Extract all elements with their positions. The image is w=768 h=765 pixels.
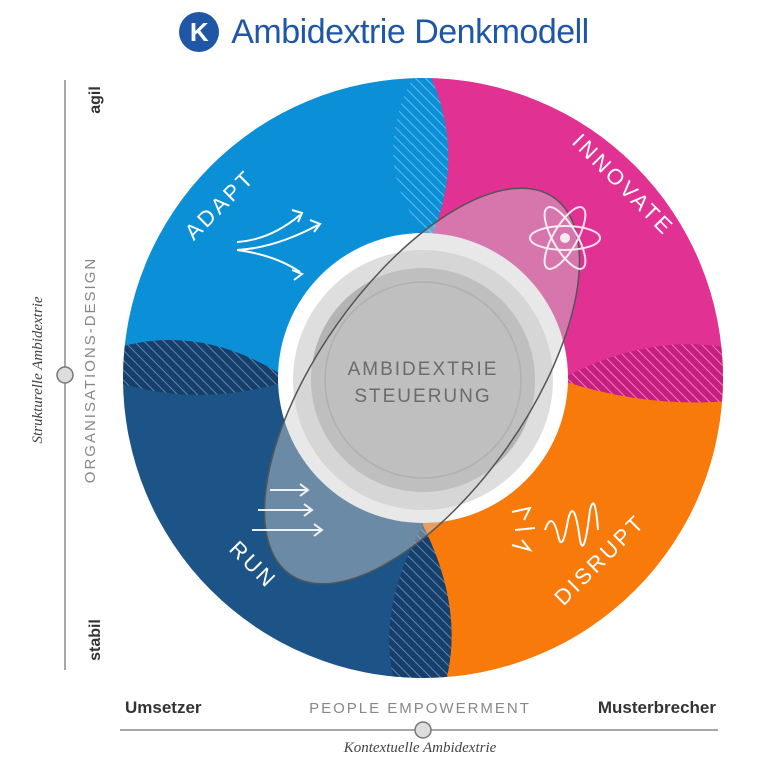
header: K Ambidextrie Denkmodell bbox=[0, 8, 768, 56]
page-title: Ambidextrie Denkmodell bbox=[231, 12, 589, 51]
core-circle bbox=[311, 268, 535, 492]
vertical-axis-caption: Strukturelle Ambidextrie bbox=[30, 296, 46, 443]
horizontal-axis-left: Umsetzer bbox=[125, 698, 202, 717]
branching-arrows-icon bbox=[236, 209, 322, 281]
horizontal-axis-caption: Kontextuelle Ambidextrie bbox=[343, 740, 497, 756]
brand-logo-icon: K bbox=[179, 12, 220, 52]
vertical-axis-top: agil bbox=[87, 86, 104, 114]
hatch-innovate-top bbox=[423, 78, 488, 240]
parallel-arrows-icon bbox=[252, 483, 324, 537]
core-circle-outline bbox=[324, 281, 522, 479]
horizontal-axis-right: Musterbrecher bbox=[598, 698, 716, 717]
vertical-axis-marker bbox=[56, 366, 74, 384]
diagonal-ellipse bbox=[263, 187, 581, 585]
center-line-1: AMBIDEXTRIE bbox=[348, 359, 499, 380]
horizontal-axis-label: PEOPLE EMPOWERMENT bbox=[309, 700, 531, 717]
vertical-axis-label: ORGANISATIONS-DESIGN bbox=[82, 257, 99, 483]
atom-icon bbox=[529, 206, 601, 270]
hatch-adapt-left bbox=[123, 340, 290, 395]
vertical-axis-bottom: stabil bbox=[87, 619, 104, 661]
logo-letter: K bbox=[189, 16, 209, 47]
center-line-2: STEUERUNG bbox=[354, 386, 491, 407]
hatch-run-bottom bbox=[389, 525, 452, 678]
horizontal-axis-marker bbox=[414, 721, 432, 739]
hatch-adapt-top bbox=[393, 78, 449, 240]
hatch-innovate-right bbox=[560, 344, 723, 403]
scribble-icon bbox=[511, 502, 599, 552]
